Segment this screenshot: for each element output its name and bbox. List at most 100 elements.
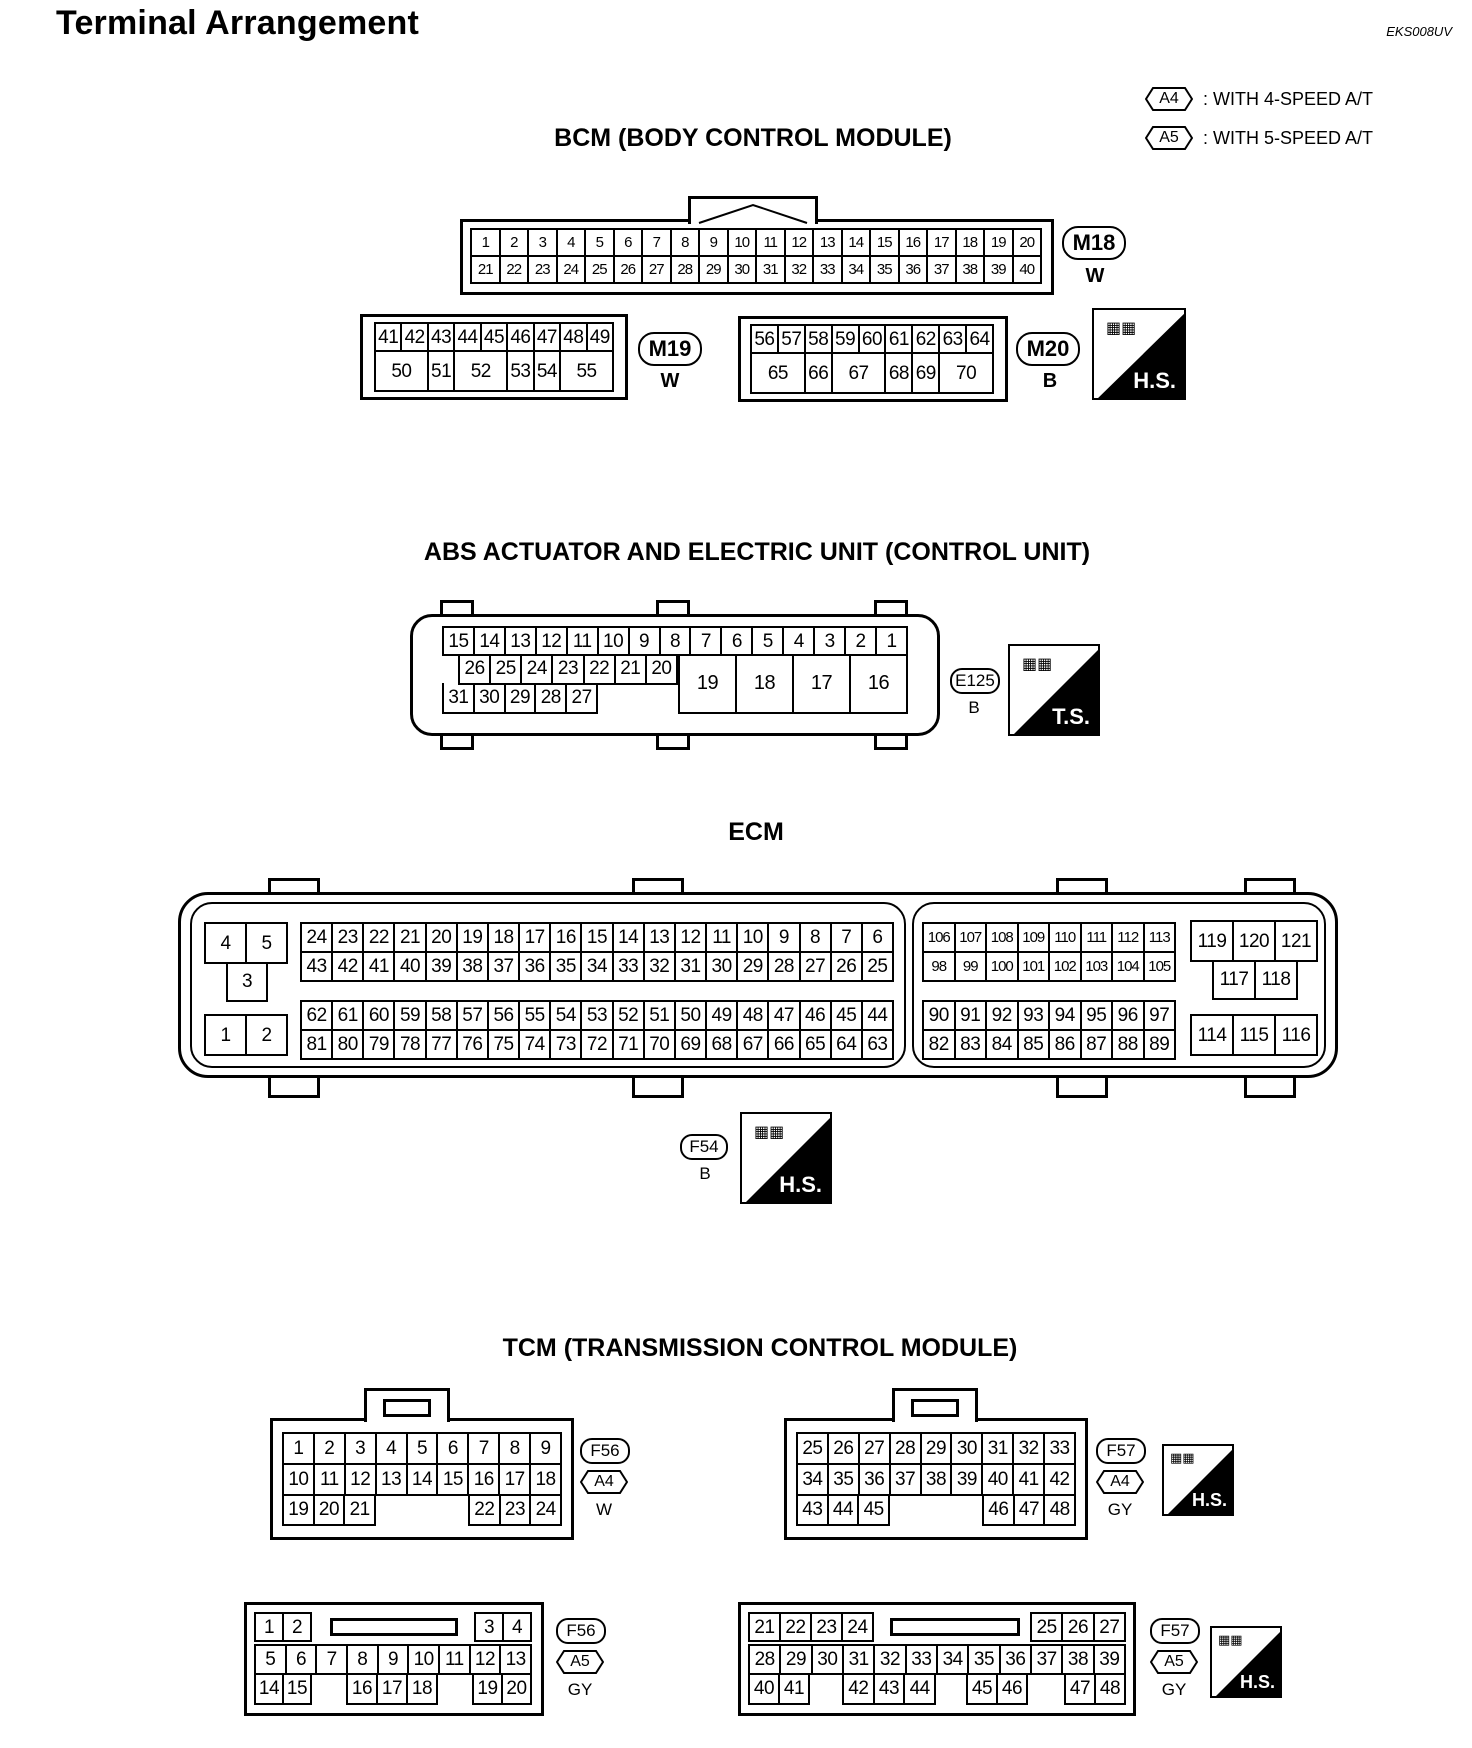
terminal-pin: 85 — [1018, 1031, 1050, 1060]
legend-a4: A4 : WITH 4-SPEED A/T — [1145, 86, 1373, 112]
terminal-pin: 32 — [875, 1646, 907, 1675]
terminal-pin: 7 — [469, 1434, 501, 1465]
terminal-pin: 40 — [750, 1673, 780, 1705]
terminal-pin: 24 — [531, 1494, 562, 1526]
f57-a5-connector-id: F57 — [1150, 1618, 1200, 1644]
terminal-pin: 10 — [409, 1646, 440, 1675]
terminal-pin: 47 — [534, 324, 562, 352]
terminal-pin: 57 — [457, 1002, 489, 1031]
terminal-pin: 58 — [426, 1002, 458, 1031]
terminal-pin: 121 — [1276, 922, 1318, 962]
terminal-pin: 31 — [675, 953, 708, 982]
terminal-pin: 13 — [376, 1465, 408, 1496]
terminal-pin: 10 — [738, 924, 770, 953]
terminal-pin: 40 — [1013, 257, 1042, 284]
terminal-pin: 44 — [862, 1002, 894, 1031]
m20-connector-id: M20 — [1016, 332, 1080, 366]
f56-a5-connector-id: F56 — [556, 1618, 606, 1644]
terminal-pin: 1 — [256, 1614, 284, 1642]
terminal-pin: 24 — [522, 654, 554, 685]
terminal-pin: 27 — [800, 953, 832, 982]
terminal-pin: 18 — [956, 230, 985, 257]
terminal-pin: 19 — [474, 1673, 503, 1705]
document-code: EKS008UV — [1386, 24, 1452, 39]
terminal-pin: 94 — [1050, 1002, 1082, 1031]
terminal-pin: 9 — [700, 230, 729, 257]
terminal-pin: 1 — [472, 230, 501, 257]
terminal-pin: 10 — [728, 230, 757, 257]
terminal-pin: 75 — [488, 1031, 521, 1060]
connector-icon: ▦▦ — [1022, 656, 1053, 673]
terminal-pin: 7 — [831, 924, 863, 953]
terminal-pin: 73 — [551, 1031, 583, 1060]
terminal-pin: 15 — [284, 1673, 312, 1705]
terminal-pin: 37 — [928, 257, 957, 284]
a5-tag: A5 — [1145, 126, 1193, 150]
terminal-pin: 70 — [644, 1031, 676, 1060]
terminal-pin: 108 — [987, 924, 1019, 953]
abs-terminal-side-badge: ▦▦ T.S. — [1008, 644, 1100, 736]
terminal-pin: 12 — [470, 1646, 502, 1675]
terminal-pin: 43 — [874, 1673, 906, 1705]
f56-a5-tag: A5 — [556, 1650, 604, 1674]
terminal-pin: 113 — [1144, 924, 1176, 953]
terminal-pin: 25 — [1032, 1614, 1064, 1642]
terminal-pin: 50 — [376, 352, 429, 392]
terminal-pin: 11 — [439, 1646, 471, 1675]
terminal-pin: 21 — [750, 1614, 781, 1642]
f56-a5-slot — [330, 1618, 458, 1636]
terminal-pin: 114 — [1192, 1016, 1234, 1056]
f56-a5-wire-color: GY — [567, 1680, 593, 1699]
terminal-pin: 49 — [587, 324, 614, 352]
terminal-pin: 8 — [671, 230, 700, 257]
ecm-left-half — [190, 902, 906, 1068]
bcm-harness-side-badge: ▦▦ H.S. — [1092, 308, 1186, 400]
terminal-pin: 34 — [938, 1646, 970, 1675]
terminal-pin: 39 — [426, 953, 458, 982]
terminal-pin: 41 — [780, 1673, 810, 1705]
terminal-pin: 28 — [750, 1646, 782, 1675]
terminal-pin: 30 — [728, 257, 757, 284]
terminal-pin: 20 — [314, 1494, 346, 1526]
terminal-pin: 92 — [987, 1002, 1019, 1031]
terminal-pin: 56 — [752, 326, 779, 354]
terminal-pin: 47 — [1066, 1673, 1096, 1705]
terminal-pin: 4 — [376, 1434, 408, 1465]
terminal-pin: 103 — [1081, 953, 1113, 982]
terminal-pin: 49 — [707, 1002, 739, 1031]
terminal-pin: 5 — [586, 230, 615, 257]
terminal-pin: 6 — [614, 230, 643, 257]
terminal-pin: 16 — [851, 654, 908, 714]
ecm-pin: 5 — [247, 924, 288, 964]
terminal-pin: 48 — [738, 1002, 770, 1031]
terminal-pin: 39 — [985, 257, 1014, 284]
terminal-pin: 89 — [1144, 1031, 1176, 1060]
terminal-pin: 110 — [1050, 924, 1082, 953]
terminal-pin: 31 — [983, 1434, 1015, 1465]
terminal-pin: 87 — [1081, 1031, 1113, 1060]
terminal-pin: 95 — [1081, 1002, 1113, 1031]
terminal-pin: 61 — [886, 326, 914, 354]
terminal-pin: 15 — [582, 924, 614, 953]
terminal-pin: 67 — [738, 1031, 770, 1060]
terminal-pin: 51 — [428, 352, 456, 392]
ecm-pin: 1 — [206, 1016, 247, 1056]
terminal-pin: 36 — [1000, 1646, 1032, 1675]
terminal-pin: 22 — [781, 1614, 812, 1642]
f57-a4-tag: A4 — [1096, 1470, 1144, 1494]
terminal-pin: 21 — [345, 1494, 376, 1526]
legend-a4-text: : WITH 4-SPEED A/T — [1203, 88, 1374, 109]
terminal-pin: 54 — [534, 352, 562, 392]
terminal-pin: 64 — [831, 1031, 863, 1060]
terminal-pin: 39 — [952, 1465, 984, 1496]
terminal-pin: 44 — [905, 1673, 936, 1705]
tcm-title: TCM (TRANSMISSION CONTROL MODULE) — [502, 1334, 1018, 1362]
terminal-pin: 9 — [378, 1646, 410, 1675]
terminal-pin: 58 — [805, 326, 833, 354]
